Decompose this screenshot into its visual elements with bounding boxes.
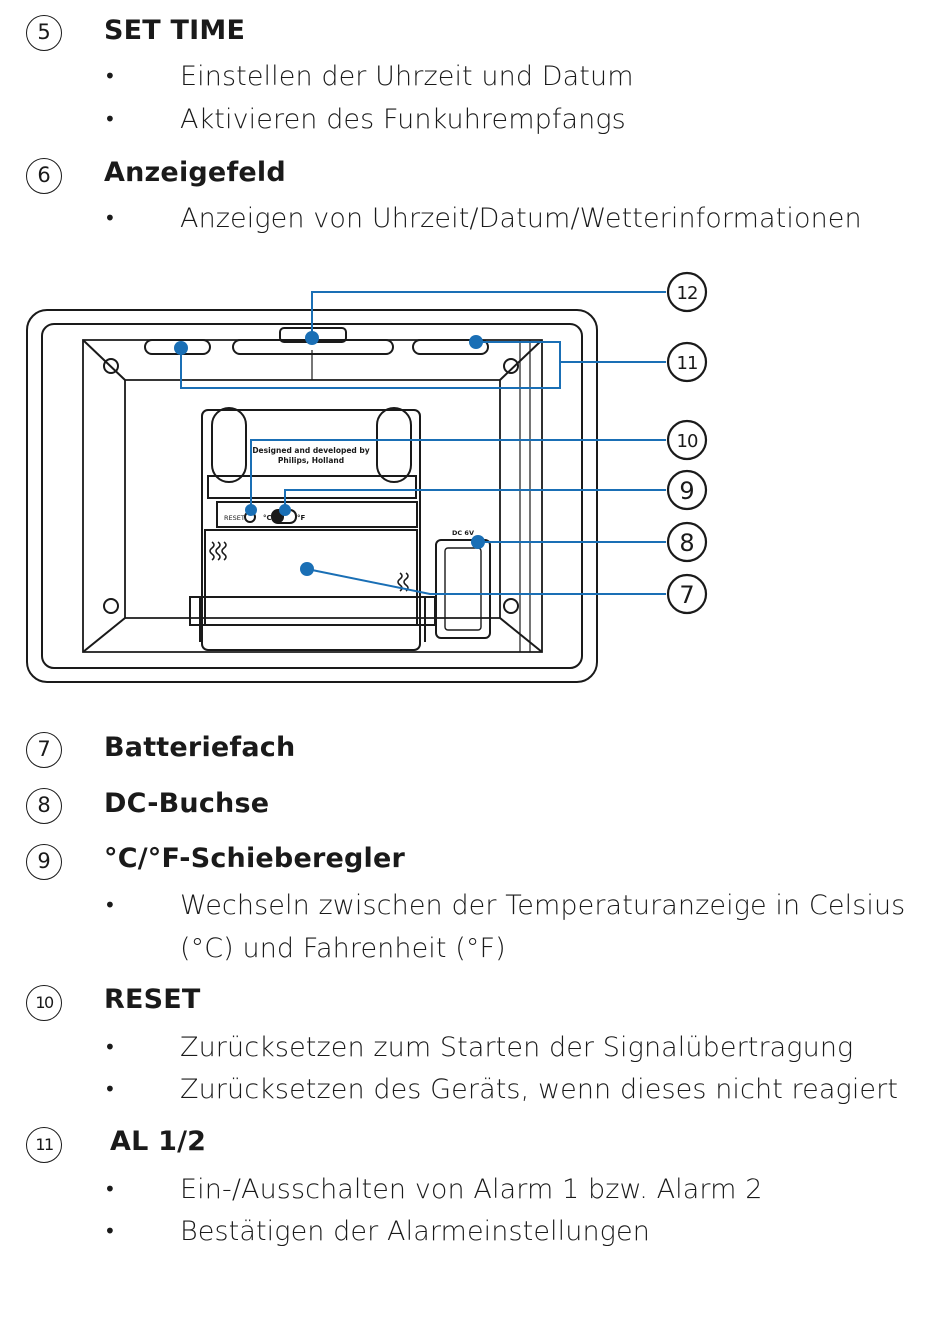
svg-text:12: 12 [677,283,698,304]
stand-plate [201,409,421,651]
screw [103,598,119,614]
section-title-schieberegler: °C/°F-Schieberegler [104,843,406,874]
svg-text:11: 11 [677,353,698,374]
al-button-right [412,339,489,355]
reset-label: RESET [224,514,245,522]
bullet-text: Zurücksetzen des Geräts, wenn dieses nic… [180,1074,899,1105]
item-number-8: 8 [26,788,62,824]
bullet-dot: • [104,1219,116,1243]
hanging-hole-right [376,407,412,483]
section-title-dc-buchse: DC-Buchse [104,788,270,819]
screw [503,598,519,614]
callout-8: 8 [666,521,708,563]
item-number-7: 7 [26,732,62,768]
bullet-text: Aktivieren des Funkuhrempfangs [180,104,626,135]
hanging-hole-left [211,407,247,483]
svg-text:9: 9 [679,477,694,505]
callout-12: 12 [666,271,708,313]
bullet-dot: • [104,893,116,917]
bullet-dot: • [104,1077,116,1101]
svg-text:10: 10 [677,431,698,452]
leader-line-9 [284,489,666,510]
philips-label: Philips, Holland [278,456,344,465]
label-strip [207,475,417,499]
fahrenheit-label: °F [297,514,306,522]
item-number-10: 10 [26,985,62,1021]
dc-jack-housing [435,539,491,639]
bullet-dot: • [104,64,116,88]
item-number-5: 5 [26,15,62,51]
leader-line-10 [250,439,666,510]
section-title-set-time: SET TIME [104,15,246,46]
svg-text:8: 8 [679,529,694,557]
stand-foot [189,596,436,626]
bullet-text-continued: (°C) und Fahrenheit (°F) [180,933,506,964]
speaker-grille-left [209,541,227,561]
bullet-text: Einstellen der Uhrzeit und Datum [180,61,634,92]
item-number-11: 11 [26,1127,62,1163]
bullet-dot: • [104,206,116,230]
switch-panel [216,501,418,528]
bullet-text: Ein-/Ausschalten von Alarm 1 bzw. Alarm … [180,1174,763,1205]
screw [103,358,119,374]
leader-line-7 [306,568,666,595]
bullet-dot: • [104,107,116,131]
section-title-reset: RESET [104,984,201,1015]
leader-line-11 [180,341,561,389]
screw [503,358,519,374]
back-panel [82,339,543,653]
designed-label: Designed and developed by [252,446,369,455]
leader-line-12 [311,291,666,338]
bullet-dot: • [104,1035,116,1059]
battery-cover [204,529,418,626]
celsius-label: °C [263,514,272,522]
bullet-text: Bestätigen der Alarmeinstellungen [180,1216,650,1247]
dc-label: DC 6V [452,529,474,537]
bullet-text: Wechseln zwischen der Temperaturanzeige … [180,890,906,921]
callout-11: 11 [666,341,708,383]
bullet-dot: • [104,1177,116,1201]
svg-text:7: 7 [679,581,694,609]
item-number-9: 9 [26,844,62,880]
callout-9: 9 [666,469,708,511]
item-number-6: 6 [26,158,62,194]
callout-7: 7 [666,573,708,615]
section-title-batteriefach: Batteriefach [104,732,296,763]
section-title-anzeigefeld: Anzeigefeld [104,157,286,188]
bullet-text: Anzeigen von Uhrzeit/Datum/Wetterinforma… [180,203,862,234]
bullet-text: Zurücksetzen zum Starten der Signalübert… [180,1032,854,1063]
device-back-diagram: Designed and developed by Philips, Holla… [26,271,708,683]
callout-10: 10 [666,419,708,461]
section-title-al: AL 1/2 [110,1126,207,1157]
